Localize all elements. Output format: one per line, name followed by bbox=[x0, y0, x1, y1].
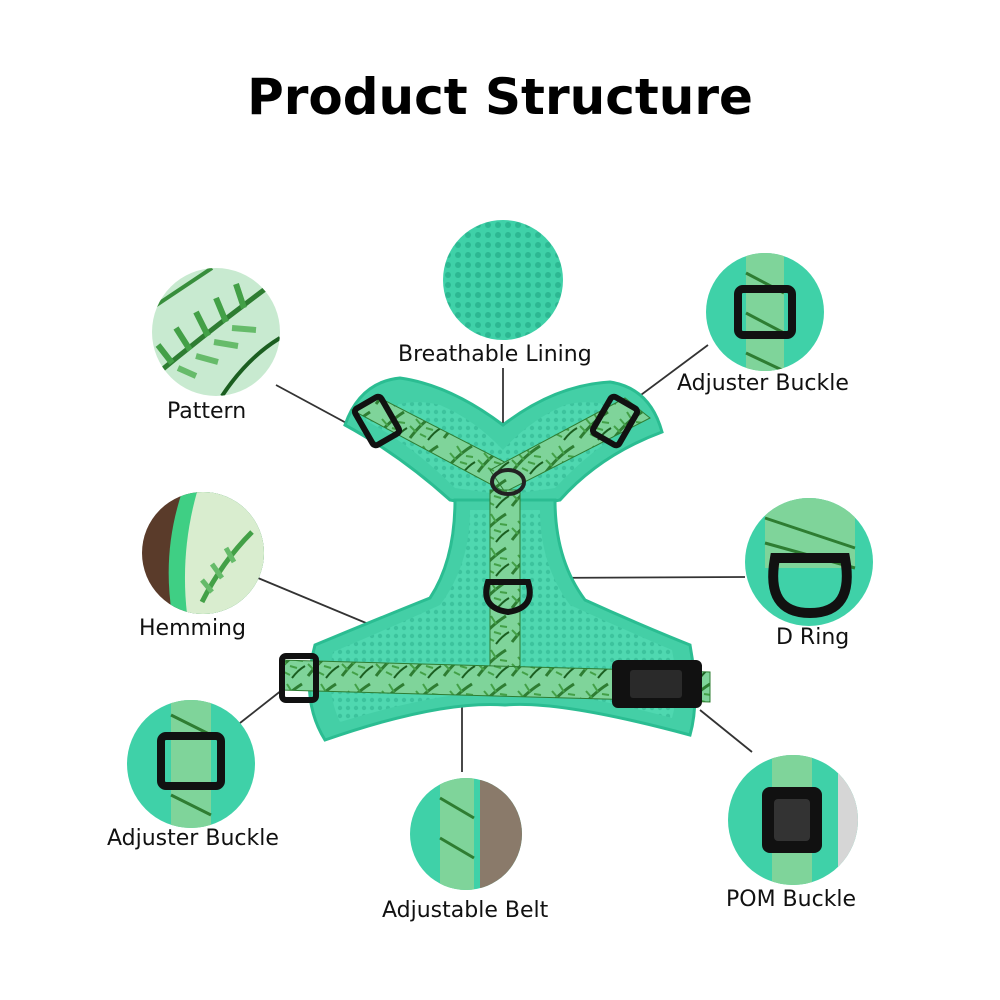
harness-center-strap bbox=[489, 489, 521, 691]
label-adjustable-belt: Adjustable Belt bbox=[382, 898, 549, 923]
detail-hemming bbox=[142, 492, 264, 614]
label-adjuster-buckle-bottom: Adjuster Buckle bbox=[107, 826, 279, 851]
detail-d-ring bbox=[745, 498, 873, 626]
label-d-ring: D Ring bbox=[776, 625, 850, 650]
detail-adjuster-buckle-top bbox=[706, 253, 824, 371]
label-adjuster-buckle-top: Adjuster Buckle bbox=[677, 371, 849, 396]
connector-adjuster-buckle-bottom bbox=[239, 689, 283, 724]
detail-pattern bbox=[152, 268, 280, 396]
harness-top-ring bbox=[490, 468, 526, 496]
detail-adjuster-buckle-bottom bbox=[127, 700, 255, 828]
detail-pom-buckle bbox=[728, 755, 858, 885]
label-pattern: Pattern bbox=[167, 399, 247, 424]
page-title: Product Structure bbox=[247, 68, 753, 126]
harness-buckle-top-right bbox=[589, 393, 641, 449]
detail-adjustable-belt bbox=[410, 778, 522, 890]
connector-pom-buckle bbox=[699, 709, 753, 753]
label-hemming: Hemming bbox=[139, 616, 246, 641]
label-breathable-lining: Breathable Lining bbox=[398, 342, 592, 367]
harness-buckle-top-left bbox=[351, 393, 403, 449]
harness-buckle-bottom-left bbox=[279, 653, 319, 703]
detail-breathable-lining bbox=[443, 220, 563, 340]
harness-d-ring bbox=[483, 579, 533, 616]
label-pom-buckle: POM Buckle bbox=[726, 887, 857, 912]
